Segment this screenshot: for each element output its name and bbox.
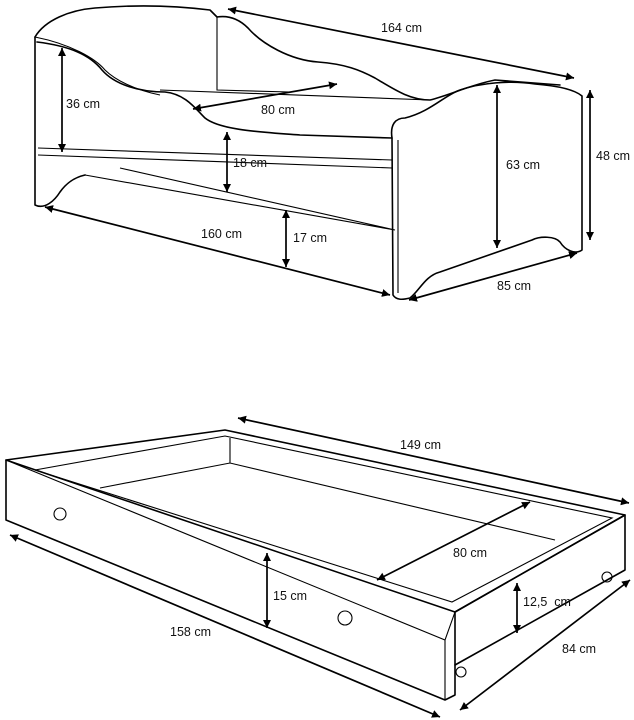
bed-label-inner-length: 160 cm xyxy=(201,227,242,241)
drawer-right-side xyxy=(454,514,626,666)
bed-footboard-face xyxy=(34,36,86,208)
drawer-rim xyxy=(5,429,626,613)
bed-label-total-length: 164 cm xyxy=(381,21,422,35)
bed-dim-line-total-width xyxy=(408,251,578,302)
bed-panel-line-bottom xyxy=(37,154,393,169)
drawer-handle-left xyxy=(53,507,67,521)
drawer-drawing xyxy=(5,429,626,701)
bed-label-panel-height: 18 cm xyxy=(233,156,267,170)
bed-label-total-height: 48 cm xyxy=(596,149,630,163)
bed-label-total-width: 85 cm xyxy=(497,279,531,293)
bed-dimension-labels: 164 cm 80 cm 36 cm 18 cm 63 cm 48 cm 160… xyxy=(66,21,630,293)
bed-back-panel-inner xyxy=(216,17,291,93)
drawer-dim-line-length-back xyxy=(237,415,630,506)
drawer-rim-inner xyxy=(34,435,614,603)
drawer-dim-line-width-outer xyxy=(459,579,631,711)
bed-lower-frame xyxy=(84,167,396,231)
drawer-label-height-side: 12,5 cm xyxy=(523,595,571,609)
bed-dim-line-total-length xyxy=(227,6,575,81)
bed-label-clearance: 17 cm xyxy=(293,231,327,245)
drawer-handle-right xyxy=(337,610,353,626)
bed-label-inner-width: 80 cm xyxy=(261,103,295,117)
drawer-dim-line-width-inner xyxy=(376,501,531,581)
drawer-label-length-front: 158 cm xyxy=(170,625,211,639)
bed-dim-line-inner-length xyxy=(44,205,391,297)
drawer-dim-line-length-front xyxy=(9,534,441,718)
bed-drawing xyxy=(34,5,583,301)
bed-label-head-height: 63 cm xyxy=(506,158,540,172)
drawer-front-panel xyxy=(5,459,456,701)
drawer-label-height-front: 15 cm xyxy=(273,589,307,603)
drawer-wheel-front xyxy=(455,666,467,678)
bed-label-side-height: 36 cm xyxy=(66,97,100,111)
drawer-front-panel-top xyxy=(5,459,456,700)
bed-headboard xyxy=(390,81,583,301)
bed-footboard xyxy=(34,5,218,38)
drawer-label-width-inner: 80 cm xyxy=(453,546,487,560)
bed-dimension-lines xyxy=(44,6,594,302)
bed-long-side-top xyxy=(36,41,393,139)
drawer-dimension-lines xyxy=(9,415,631,718)
drawer-label-width-outer: 84 cm xyxy=(562,642,596,656)
drawer-dimension-labels: 149 cm 80 cm 15 cm 12,5 cm 158 cm 84 cm xyxy=(170,438,596,656)
bed-panel-line-top xyxy=(37,147,393,161)
drawer-label-length-back: 149 cm xyxy=(400,438,441,452)
bed-dim-line-inner-width xyxy=(192,81,338,112)
